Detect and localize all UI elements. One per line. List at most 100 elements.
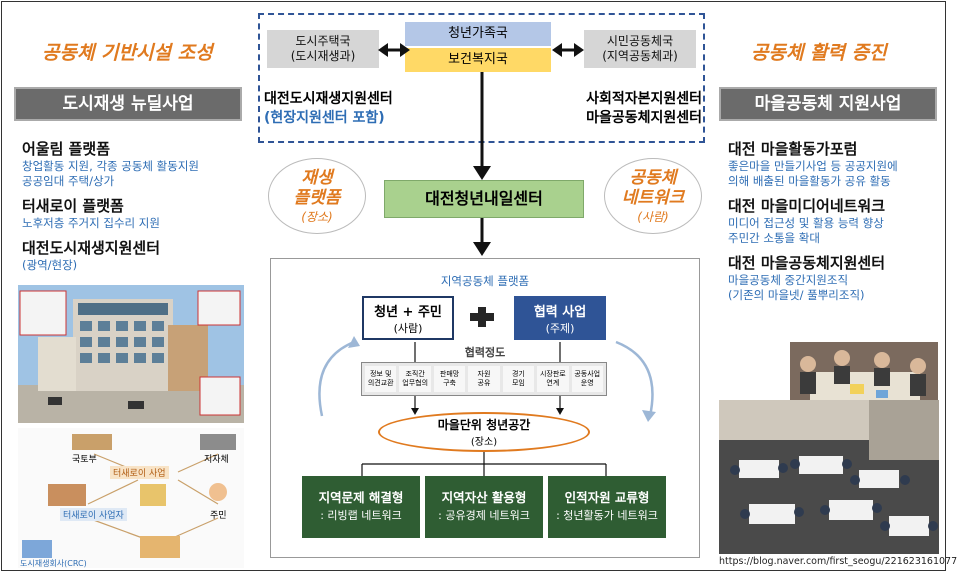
type-main-label: 지역문제 해결형 xyxy=(318,490,404,505)
type-main-label: 지역자산 활용형 xyxy=(441,490,527,505)
urban-housing-bureau-box: 도시주택국 (도시재생과) xyxy=(267,30,379,68)
flow-down-arrows xyxy=(473,72,491,256)
social-capital-center-name: 사회적자본지원센터 xyxy=(586,91,702,107)
right-item-head: 대전 마을공동체지원센터 xyxy=(728,254,886,272)
box-sub-label: (주제) xyxy=(545,321,575,335)
oval-title-line: 재생 xyxy=(301,167,333,188)
urban-regen-center-text: 대전도시재생지원센터 (현장지원센터 포함) xyxy=(264,90,434,128)
community-network-oval: 공동체 네트워크 (사람) xyxy=(604,158,702,234)
type-sub-label: : 리빙랩 네트워크 xyxy=(320,509,402,522)
left-item-sub: (광역/현장) xyxy=(22,258,78,272)
diagram-ministry-label: 국토부 xyxy=(72,455,97,465)
step-line: 시장판로 xyxy=(539,370,566,378)
left-section-title: 공동체 기반시설 조성 xyxy=(42,42,213,64)
diagram-crc-label: 도시재생회사(CRC) xyxy=(20,559,87,568)
oval-title-line: 네트워크 xyxy=(621,187,685,208)
space-sub-label: (장소) xyxy=(470,437,498,448)
step-line: 운영 xyxy=(580,379,594,387)
right-banner: 마을공동체 지원사업 xyxy=(719,87,937,121)
step-line: 자원 xyxy=(477,370,491,378)
box-sub-label: (사람) xyxy=(393,321,423,335)
community-centers-text: 사회적자본지원센터 마을공동체지원센터 xyxy=(542,90,702,128)
step-line: 판매망 xyxy=(439,370,460,378)
left-item-sub: 노후저층 주거지 집수리 지원 xyxy=(22,216,160,230)
oval-title-line: 플랫폼 xyxy=(293,187,341,208)
urban-regen-center-name: 대전도시재생지원센터 xyxy=(264,91,393,107)
step-line: 정보 및 xyxy=(369,370,392,378)
step-line: 구축 xyxy=(443,379,456,387)
plus-icon xyxy=(470,307,494,327)
step-line: 공유 xyxy=(477,379,491,387)
right-item-sub: 의해 배출된 마을활동가 공유 활동 xyxy=(728,174,891,188)
bureau-link-arrows xyxy=(378,43,584,57)
left-item-head: 어울림 플랫폼 xyxy=(22,140,111,158)
office-line: 도시주택국 xyxy=(295,34,351,48)
local-problem-type-box: 지역문제 해결형 : 리빙랩 네트워크 xyxy=(302,476,420,538)
type-branch-lines xyxy=(361,452,607,476)
platform-title: 지역공동체 플랫폼 xyxy=(440,274,530,288)
village-youth-space-oval: 마을단위 청년공간 (장소) xyxy=(378,412,590,452)
oval-subtitle: (사람) xyxy=(637,209,669,224)
step-line: 의견교환 xyxy=(367,379,394,387)
step-line: 연계 xyxy=(546,379,560,387)
youth-family-bureau-box: 청년가족국 xyxy=(405,22,551,46)
office-line: 시민공동체국 xyxy=(606,34,674,48)
village-community-center-name: 마을공동체지원센터 xyxy=(586,110,702,126)
right-item-sub: (기존의 마을넷/ 풀뿌리조직) xyxy=(728,288,865,302)
diagram-resident-label: 주민 xyxy=(210,511,227,521)
urban-regen-center-sub: (현장지원센터 포함) xyxy=(264,110,385,126)
office-line: (도시재생과) xyxy=(290,49,356,63)
office-line: (지역공동체과) xyxy=(602,49,678,63)
health-welfare-bureau-box: 보건복지국 xyxy=(405,48,551,72)
right-item-sub: 미디어 접근성 및 활용 능력 향상 xyxy=(728,216,884,230)
left-item-sub: 공공임대 주택/상가 xyxy=(22,174,115,188)
right-item-list: 대전 마을활동가포럼 좋은마을 만들기사업 등 공공지원에 의해 배출된 마을활… xyxy=(728,138,943,303)
diagram-project-label: 터새로이 사업 xyxy=(110,466,169,479)
oval-title-line: 공동체 xyxy=(629,167,677,188)
left-item-head: 대전도시재생지원센터 xyxy=(22,239,161,257)
space-main-label: 마을단위 청년공간 xyxy=(437,418,531,432)
diagram-contractor-label: 터새로이 사업자 xyxy=(60,508,127,521)
source-url-caption: https://blog.naver.com/first_seogu/22162… xyxy=(719,556,957,567)
step-line: 경기 xyxy=(511,370,525,378)
right-item-sub: 좋은마을 만들기사업 등 공공지원에 xyxy=(728,159,898,173)
workshop-photo-bottom xyxy=(719,400,939,554)
left-banner: 도시재생 뉴딜사업 xyxy=(14,87,242,121)
human-resource-type-box: 인적자원 교류형 : 청년활동가 네트워크 xyxy=(548,476,666,538)
cooperation-degree-label: 협력정도 xyxy=(464,346,506,359)
left-item-head: 터새로이 플랫폼 xyxy=(22,197,124,215)
step-line: 모임 xyxy=(511,379,525,387)
platform-connector-arrows xyxy=(318,336,656,422)
left-scheme-diagram: 국토부 지자체 터새로이 사업 터새로이 사업자 주민 도시재생회사(CRC) xyxy=(18,428,244,568)
left-item-list: 어울림 플랫폼 창업활동 지원, 각종 공동체 활동지원 공공임대 주택/상가 … xyxy=(22,138,252,273)
citizen-community-bureau-box: 시민공동체국 (지역공동체과) xyxy=(584,30,696,68)
box-main-label: 청년 + 주민 xyxy=(374,304,442,320)
community-platform-frame xyxy=(270,258,700,558)
youth-tomorrow-center-box: 대전청년내일센터 xyxy=(384,180,584,218)
step-line: 업무협의 xyxy=(402,379,429,387)
oval-subtitle: (장소) xyxy=(301,209,333,224)
right-item-sub: 마을공동체 중간지원조직 xyxy=(728,273,849,287)
step-line: 조직간 xyxy=(405,370,425,378)
youth-resident-box: 청년 + 주민 (사람) xyxy=(362,296,454,340)
right-item-sub: 주민간 소통을 확대 xyxy=(728,231,820,245)
left-item-sub: 창업활동 지원, 각종 공동체 활동지원 xyxy=(22,159,199,173)
right-section-title: 공동체 활력 증진 xyxy=(751,42,887,64)
type-main-label: 인적자원 교류형 xyxy=(564,490,650,505)
type-sub-label: : 공유경제 네트워크 xyxy=(438,509,530,522)
local-asset-type-box: 지역자산 활용형 : 공유경제 네트워크 xyxy=(425,476,543,538)
cooperation-project-box: 협력 사업 (주제) xyxy=(514,296,606,340)
type-sub-label: : 청년활동가 네트워크 xyxy=(556,509,658,522)
building-rendering-image xyxy=(18,285,244,423)
right-item-head: 대전 마을활동가포럼 xyxy=(728,140,858,158)
regen-platform-oval: 재생 플랫폼 (장소) xyxy=(268,158,366,234)
step-line: 공동사업 xyxy=(574,370,601,378)
